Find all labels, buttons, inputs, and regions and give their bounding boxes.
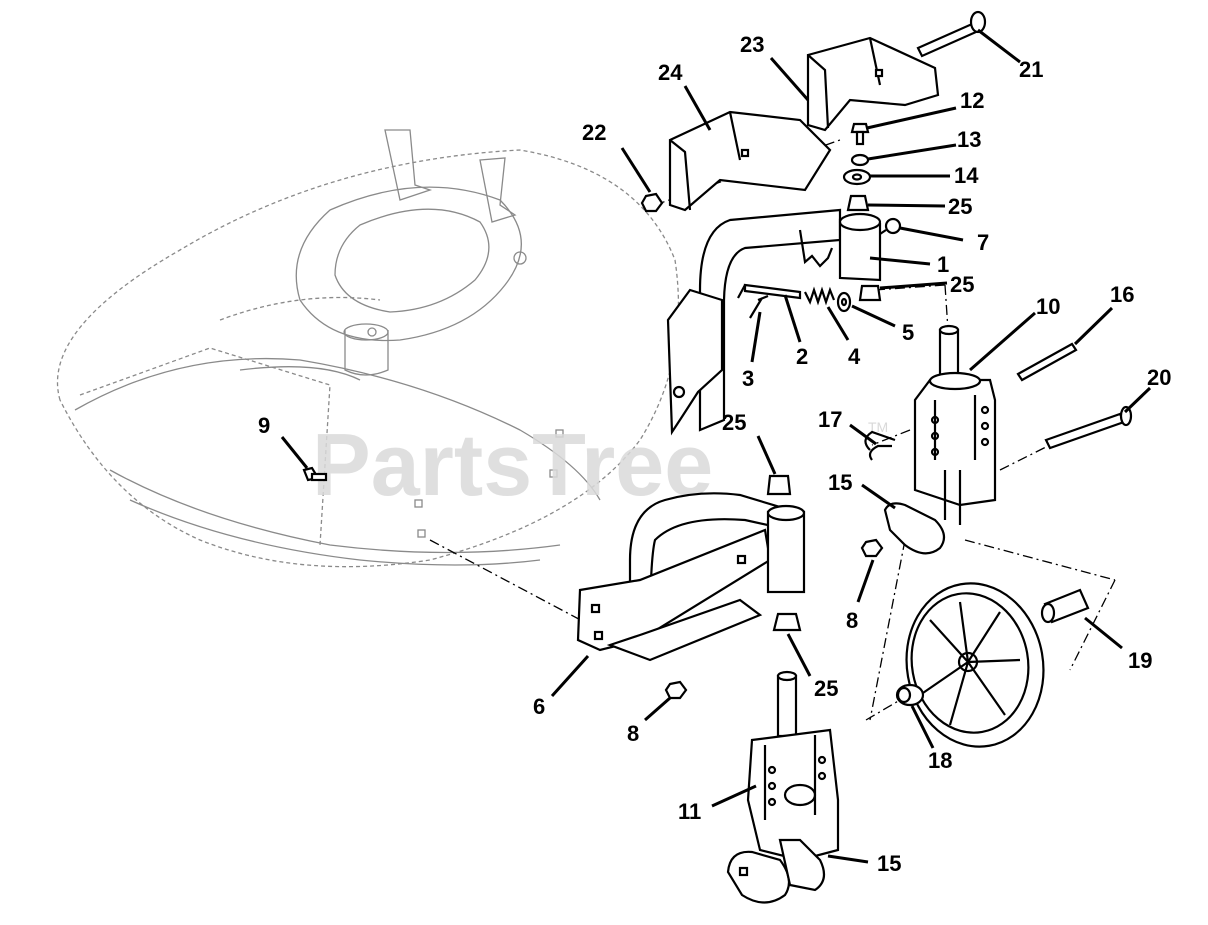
part-19-axle	[1040, 588, 1090, 624]
callout-7: 7	[977, 230, 989, 255]
callout-16: 16	[1110, 282, 1134, 307]
callout-labels: 1 2 3 4 5 6 7 8 8 9 10 11 12 13 14 15 15…	[258, 32, 1171, 876]
mower-deck-ghost	[56, 129, 680, 568]
part-5-washer	[836, 291, 852, 313]
part-25-bushing-top	[846, 194, 870, 212]
watermark-tm: TM	[868, 419, 888, 435]
callout-8-lower: 8	[627, 721, 639, 746]
part-18-cap	[895, 683, 925, 707]
callout-15-lower: 15	[877, 851, 901, 876]
part-8-nut-lower	[664, 680, 688, 700]
part-6-axle-arm	[576, 492, 806, 662]
leader-lines	[280, 28, 1152, 864]
part-16-rod	[1016, 342, 1078, 382]
callout-21: 21	[1019, 57, 1043, 82]
part-10-bracket	[883, 324, 997, 555]
part-13-lockwasher	[850, 153, 870, 167]
callout-1: 1	[937, 252, 949, 277]
callout-12: 12	[960, 88, 984, 113]
part-14-washer	[842, 168, 872, 186]
callout-14: 14	[954, 163, 979, 188]
callout-2: 2	[796, 344, 808, 369]
callout-20: 20	[1147, 365, 1171, 390]
callout-25-left: 25	[722, 410, 746, 435]
callout-25-lower: 25	[814, 676, 838, 701]
callout-25-top: 25	[948, 194, 972, 219]
callout-19: 19	[1128, 648, 1152, 673]
part-12-bolt	[850, 122, 870, 146]
callout-17: 17	[818, 407, 842, 432]
callout-18: 18	[928, 748, 952, 773]
callout-4: 4	[848, 344, 861, 369]
watermark: PartsTree	[312, 415, 713, 514]
callout-6: 6	[533, 694, 545, 719]
callout-10: 10	[1036, 294, 1060, 319]
part-11-bracket	[726, 670, 840, 904]
part-3-pin	[749, 294, 769, 319]
part-20-bolt	[1044, 405, 1133, 450]
part-25-bushing-right	[858, 284, 882, 302]
part-17-hairpin	[864, 430, 896, 461]
part-23-shield	[806, 36, 940, 132]
callout-22: 22	[582, 120, 606, 145]
part-9-screw	[302, 466, 328, 482]
part-22-nut	[640, 192, 664, 213]
part-1-axle-arm	[666, 208, 882, 436]
part-4-spring	[804, 286, 836, 306]
callout-25-right: 25	[950, 272, 974, 297]
part-21-bolt	[916, 10, 987, 58]
part-25-bushing-lower	[772, 612, 802, 632]
part-25-bushing-left	[766, 474, 792, 496]
callout-23: 23	[740, 32, 764, 57]
callout-5: 5	[902, 320, 914, 345]
part-24-shield	[668, 110, 832, 212]
part-2-rod	[737, 283, 802, 300]
callout-11: 11	[678, 799, 701, 824]
part-7-screw	[879, 217, 902, 235]
callout-15-upper: 15	[828, 470, 852, 495]
part-8-nut-upper	[860, 538, 884, 558]
callout-24: 24	[658, 60, 683, 85]
callout-9: 9	[258, 413, 270, 438]
callout-8-upper: 8	[846, 608, 858, 633]
callout-13: 13	[957, 127, 981, 152]
wheel	[905, 582, 1045, 748]
callout-3: 3	[742, 366, 754, 391]
